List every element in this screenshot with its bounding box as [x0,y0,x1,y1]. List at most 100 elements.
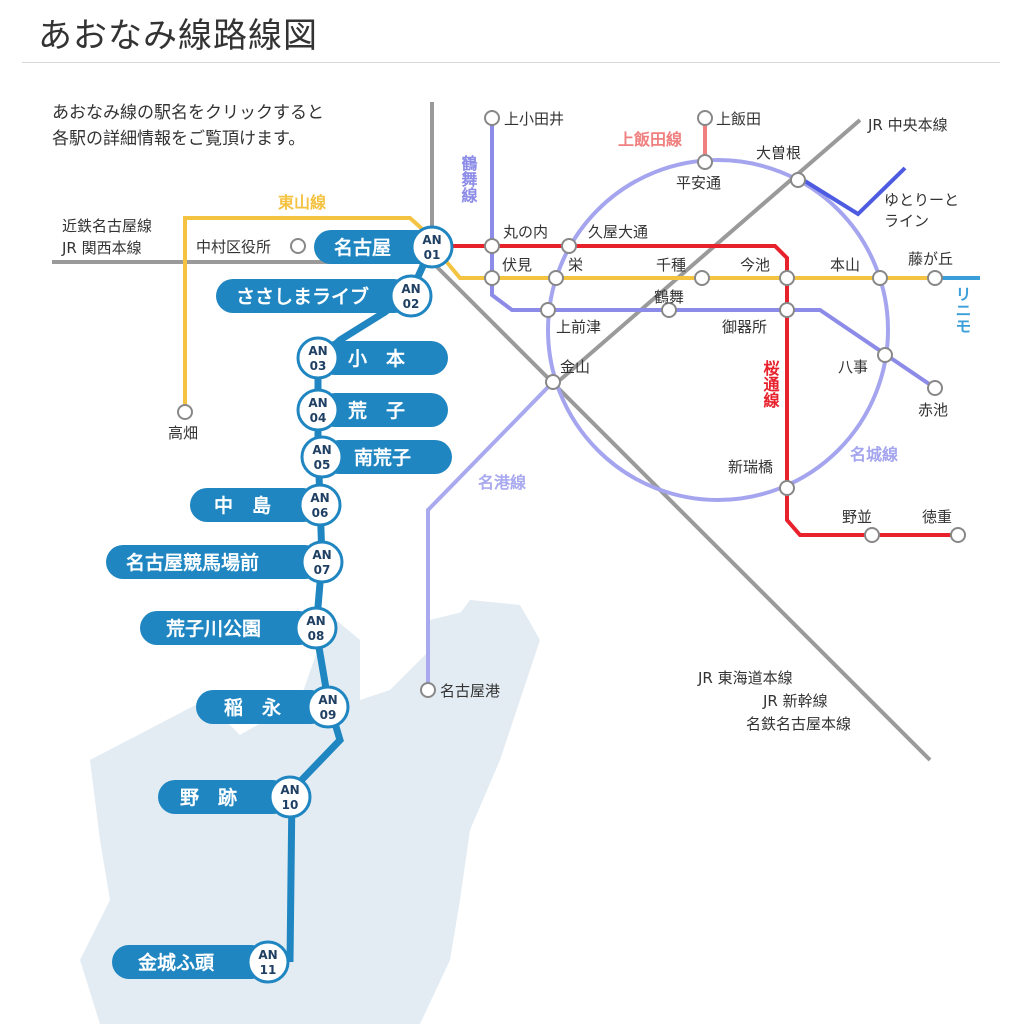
station-number-badge[interactable] [306,685,350,729]
station-label-nonami: 野並 [842,508,872,526]
station-marker [420,682,436,698]
station-label-nakamura-kuyakusho: 中村区役所 [196,238,271,256]
station-number-badge[interactable] [246,940,290,984]
station-number-badge[interactable] [268,775,312,819]
station-number-badge[interactable] [389,274,433,318]
station-name-label[interactable]: 金城ふ頭 [137,951,215,974]
station-label-chikusa: 千種 [656,256,686,274]
jr-shinkansen-label: JR 新幹線 [762,692,828,710]
station-code-number: 07 [314,563,331,577]
kintetsu-label: 近鉄名古屋線 [62,217,152,235]
station-marker [540,302,556,318]
station-label-marunouchi: 丸の内 [503,223,548,241]
station-label-gokiso: 御器所 [722,318,767,336]
station-code-prefix: AN [310,491,329,505]
station-marker [877,347,893,363]
station-name-pill[interactable] [112,945,268,979]
station-number-badge[interactable] [300,540,344,584]
station-name-pill[interactable] [314,230,444,264]
station-code-number: 01 [424,248,441,262]
station-name-pill[interactable] [322,440,452,474]
station-name-label[interactable]: 名古屋 [334,236,391,259]
station-number-badge[interactable] [296,388,340,432]
station-name-label[interactable]: 稲 永 [224,696,282,719]
station-name-label[interactable]: 荒 子 [348,399,405,422]
higashiyama-line-label: 東山線 [278,193,326,212]
station-marker [484,110,500,126]
station-name-label[interactable]: 中 島 [214,494,271,517]
station-code-prefix: AN [312,548,331,562]
station-marker [872,270,888,286]
station-label-imaike: 今池 [740,256,770,274]
station-code-number: 05 [314,458,331,472]
sakuradori-line [440,244,958,537]
station-label-tokushige: 徳重 [922,508,952,526]
station-marker [950,527,966,543]
station-name-pill[interactable] [318,393,448,427]
station-name-label[interactable]: 小 本 [348,347,405,370]
station-marker [697,154,713,170]
title-divider [22,62,1000,63]
meitetsu-label: 名鉄名古屋本線 [746,715,851,733]
station-label-kamimaezu: 上前津 [556,318,601,336]
station-number-badge[interactable] [410,225,454,269]
station-number-badge[interactable] [300,435,344,479]
station-name-pill[interactable] [216,279,411,313]
station-name-pill[interactable] [140,611,316,645]
tsurumai-line-label: 鶴舞線 [459,154,478,204]
station-code-number: 02 [403,297,420,311]
station-label-ozone: 大曽根 [756,144,801,162]
station-code-number: 11 [260,963,277,977]
yutorito-label-part1: ゆとりーと [884,191,959,209]
station-label-takabata: 高畑 [168,424,198,442]
station-code-prefix: AN [280,783,299,797]
yutorito-label-part2: ライン [884,212,929,230]
station-label-fushimi: 伏見 [502,256,532,274]
station-label-kamiiida: 上飯田 [716,110,761,128]
station-name-pill[interactable] [318,341,448,375]
yutorito-line-label: ゆとりーと ライン [884,191,964,230]
station-name-pill[interactable] [158,780,290,814]
station-name-pill[interactable] [196,690,328,724]
station-code-number: 04 [310,411,327,425]
station-number-badge[interactable] [296,336,340,380]
station-marker [927,270,943,286]
station-number-badge[interactable] [298,483,342,527]
station-name-label[interactable]: ささしまライブ [236,285,369,308]
station-name-label[interactable]: 野 跡 [180,786,237,809]
station-name-label[interactable]: 南荒子 [354,446,411,469]
station-label-nagoyako: 名古屋港 [440,682,500,700]
station-label-kamiotai: 上小田井 [504,110,564,128]
station-name-pill[interactable] [190,488,320,522]
station-code-prefix: AN [312,443,331,457]
station-label-hisaya-odori: 久屋大通 [588,223,648,241]
station-number-badge[interactable] [294,606,338,650]
jr-chuo-label: JR 中央本線 [867,116,948,134]
kamiiida-line-label: 上飯田線 [618,130,682,149]
station-code-prefix: AN [308,396,327,410]
tsurumai-line [490,118,937,390]
station-name-pill[interactable] [106,545,322,579]
station-marker [790,172,806,188]
station-code-number: 03 [310,359,327,373]
station-name-label[interactable]: 荒子川公園 [166,617,261,640]
station-label-heian-dori: 平安通 [676,174,721,192]
jr-tokaido-label: JR 東海道本線 [697,669,793,687]
station-code-number: 08 [308,629,325,643]
station-code-number: 09 [320,708,337,722]
station-name-label[interactable]: 名古屋競馬場前 [126,551,259,574]
sakuradori-line-label: 桜通線 [761,359,780,409]
station-marker [484,270,500,286]
